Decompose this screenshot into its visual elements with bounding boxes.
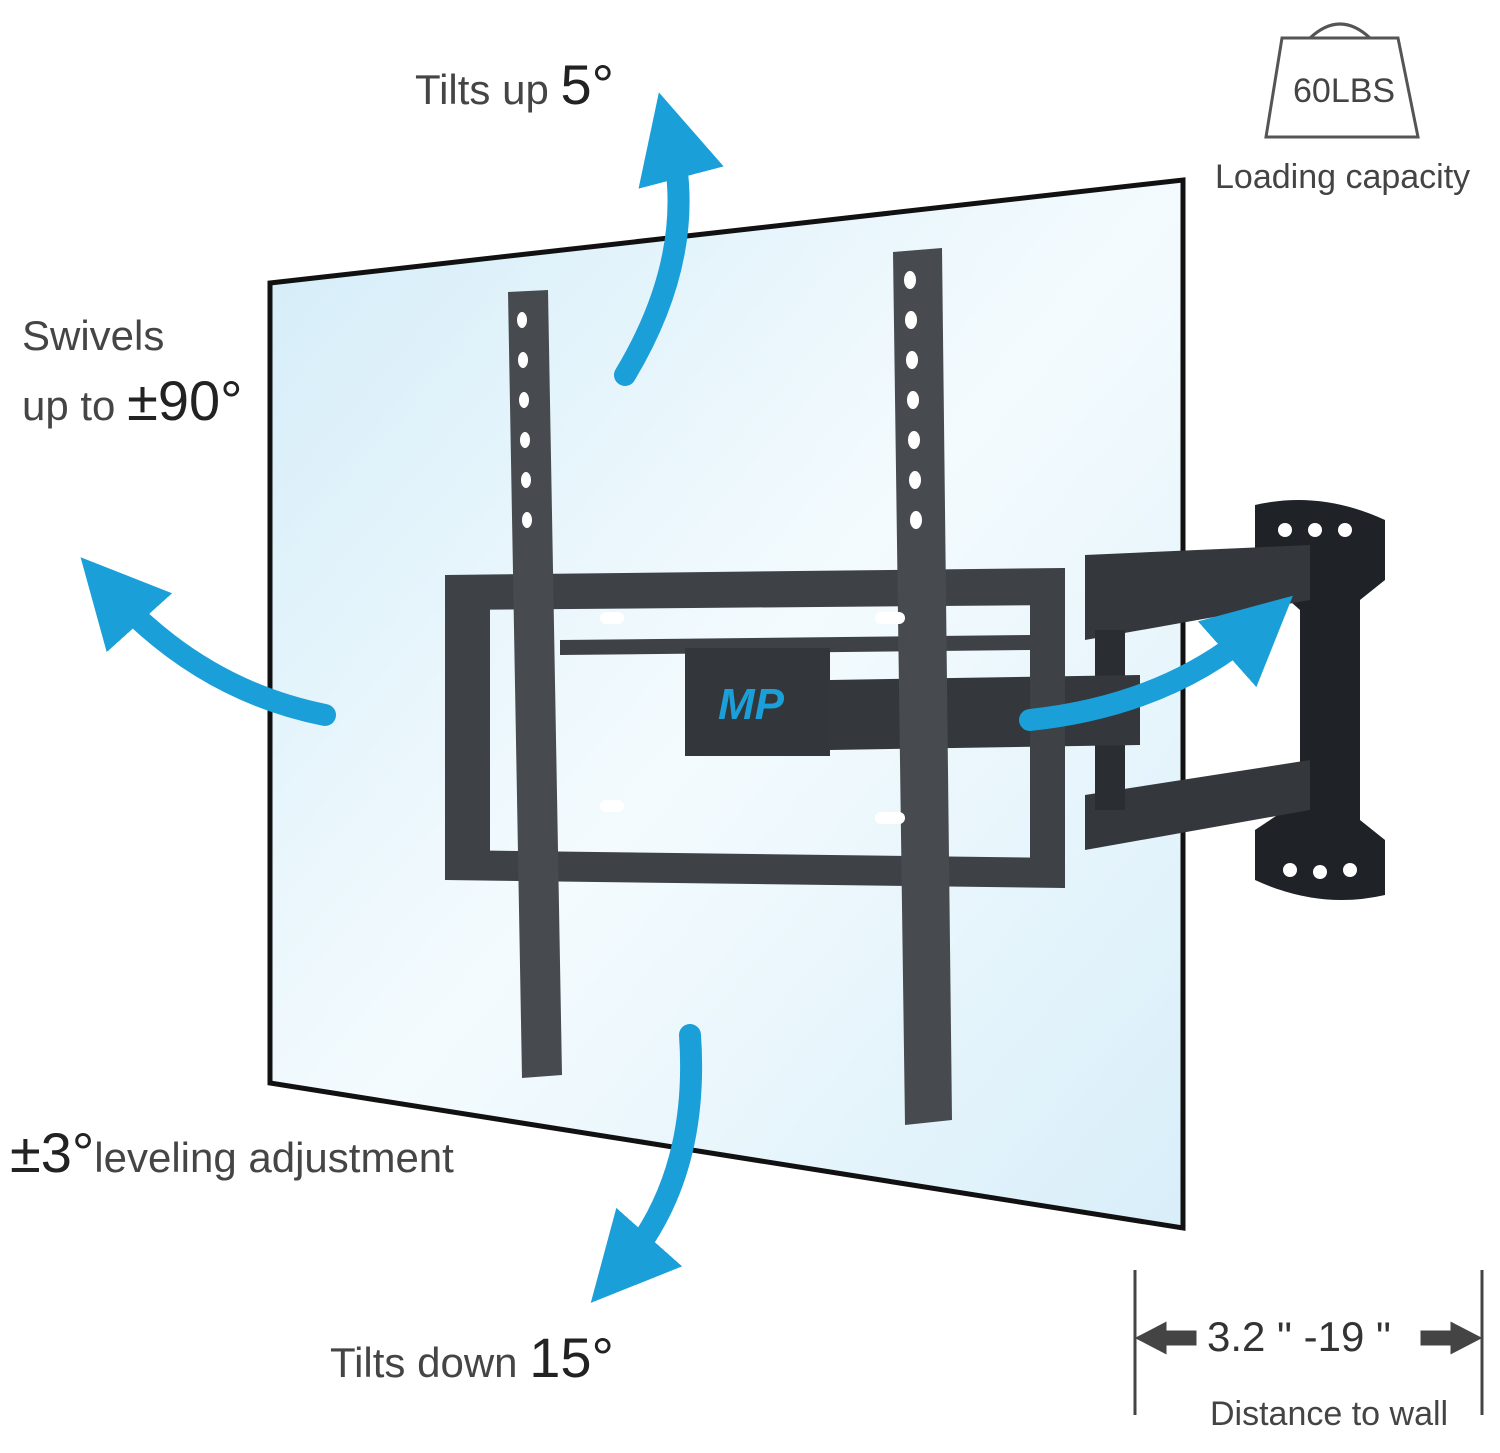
leveling-label: ±3°leveling adjustment xyxy=(10,1120,454,1185)
brand-logo: MP xyxy=(718,680,784,729)
tilt-up-label: Tilts up 5° xyxy=(415,52,614,117)
leveling-text: leveling adjustment xyxy=(94,1134,454,1181)
distance-label: Distance to wall xyxy=(1210,1395,1449,1433)
tilt-up-arrow-icon xyxy=(614,92,724,386)
distance-range: 3.2 " -19 " xyxy=(1207,1313,1391,1360)
tilt-down-text: Tilts down xyxy=(330,1339,518,1386)
leveling-value: ±3° xyxy=(10,1121,95,1184)
swivel-line1: Swivels xyxy=(22,312,165,359)
tilt-up-text: Tilts up xyxy=(415,66,549,113)
swivel-value: ±90° xyxy=(127,369,243,432)
capacity-label: Loading capacity xyxy=(1215,158,1471,196)
tilt-down-arrow-icon xyxy=(590,1024,703,1303)
vertical-bracket-left xyxy=(508,290,562,1078)
swivel-left-arrow-icon xyxy=(80,557,336,726)
blue-arrows xyxy=(80,92,1293,1303)
weight-icon xyxy=(1264,22,1420,139)
swivel-text: up to xyxy=(22,382,116,429)
distance-dimension-icon xyxy=(1133,1270,1484,1415)
swivel-label: up to ±90° xyxy=(22,368,243,433)
swivel-right-arrow-icon xyxy=(1019,595,1293,731)
wall-plate xyxy=(1255,500,1385,900)
tilt-down-label: Tilts down 15° xyxy=(330,1325,614,1390)
vertical-bracket-right xyxy=(893,248,952,1125)
weight-value: 60LBS xyxy=(1293,72,1396,110)
tilt-down-value: 15° xyxy=(529,1326,614,1389)
bracket-holes xyxy=(517,271,922,824)
tilt-up-value: 5° xyxy=(560,53,615,116)
